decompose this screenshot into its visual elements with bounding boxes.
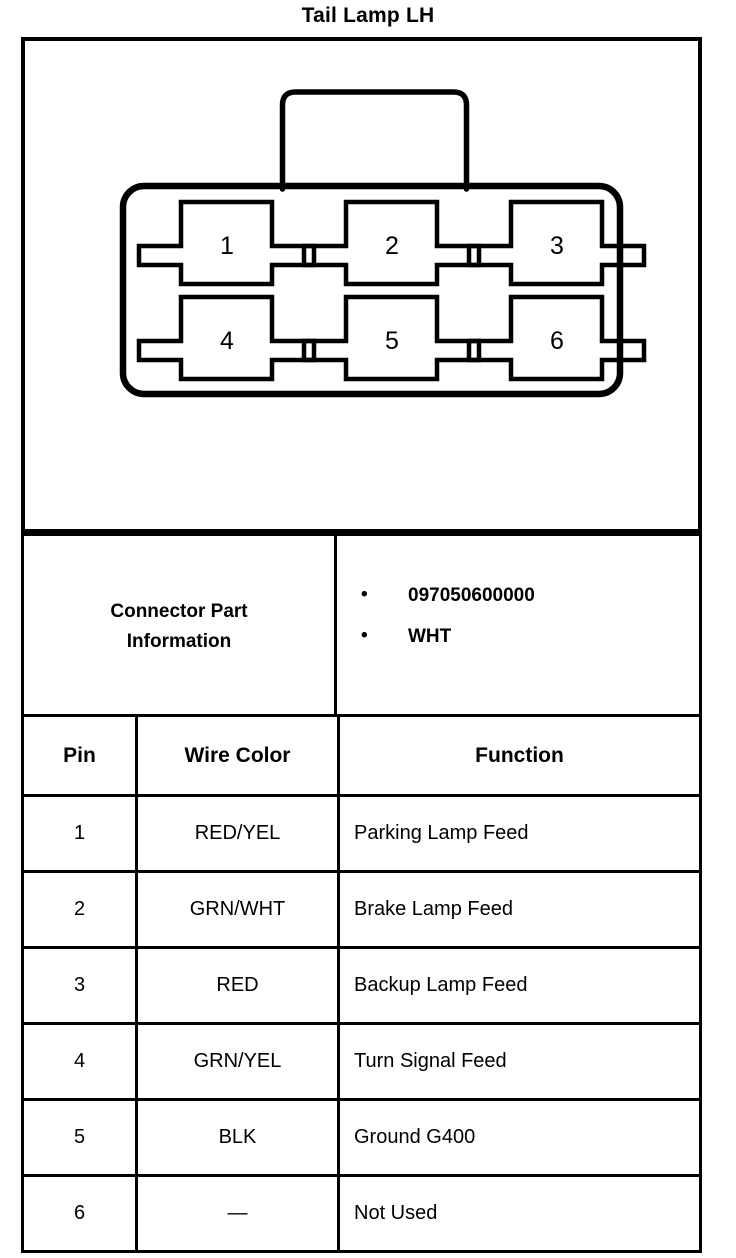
connector-part-number-item: • 097050600000	[361, 583, 699, 606]
cell-wire-color: —	[135, 1174, 340, 1253]
table-header-row: Pin Wire Color Function	[21, 714, 702, 797]
cavity-1-outline	[136, 199, 317, 287]
page-title: Tail Lamp LH	[301, 4, 435, 27]
column-header-function: Function	[337, 714, 702, 797]
cpi-label-line-2: Information	[126, 630, 232, 652]
cell-wire-color: GRN/WHT	[135, 870, 340, 949]
connector-part-information-label: Connector Part Information	[21, 533, 337, 720]
cell-wire-color: RED	[135, 946, 340, 1025]
table-row: 5 BLK Ground G400	[21, 1098, 702, 1177]
cpi-label-line-1: Connector Part	[110, 601, 248, 623]
connector-part-information-table: Connector Part Information • 09705060000…	[21, 533, 702, 720]
cell-function: Turn Signal Feed	[337, 1022, 702, 1101]
cell-function: Brake Lamp Feed	[337, 870, 702, 949]
connector-diagram-panel: 1 2 3 4 5 6	[21, 37, 702, 533]
bullet-icon: •	[361, 624, 368, 646]
cell-pin: 1	[21, 794, 138, 873]
connector-body-shell	[119, 182, 624, 398]
cell-pin: 2	[21, 870, 138, 949]
cell-pin: 6	[21, 1174, 138, 1253]
cavity-5-outline	[301, 294, 482, 382]
cavity-6-number: 6	[550, 327, 564, 355]
table-row: 3 RED Backup Lamp Feed	[21, 946, 702, 1025]
table-row: 1 RED/YEL Parking Lamp Feed	[21, 794, 702, 873]
cavity-2-outline	[301, 199, 482, 287]
pin-assignment-table: Pin Wire Color Function 1 RED/YEL Parkin…	[21, 714, 702, 1253]
connector-color-item: • WHT	[361, 624, 699, 647]
cell-pin: 4	[21, 1022, 138, 1101]
connector-part-information-values: • 097050600000 • WHT	[334, 533, 702, 720]
connector-latch-tab	[279, 89, 470, 192]
cavity-4-outline	[136, 294, 317, 382]
connector-part-list: • 097050600000 • WHT	[361, 583, 699, 647]
cell-wire-color: BLK	[135, 1098, 340, 1177]
column-header-wire-color: Wire Color	[135, 714, 340, 797]
connector-face-view-illustration: 1 2 3 4 5 6	[119, 89, 647, 398]
cell-function: Ground G400	[337, 1098, 702, 1177]
table-row: 4 GRN/YEL Turn Signal Feed	[21, 1022, 702, 1101]
cavity-6-outline	[466, 294, 647, 382]
connector-part-number: 097050600000	[408, 584, 535, 606]
table-row: 2 GRN/WHT Brake Lamp Feed	[21, 870, 702, 949]
cell-function: Parking Lamp Feed	[337, 794, 702, 873]
cell-pin: 5	[21, 1098, 138, 1177]
cavity-3-outline	[466, 199, 647, 287]
column-header-pin: Pin	[21, 714, 138, 797]
bullet-icon: •	[361, 583, 368, 605]
cell-function: Not Used	[337, 1174, 702, 1253]
cavity-4-number: 4	[220, 327, 234, 355]
cell-function: Backup Lamp Feed	[337, 946, 702, 1025]
table-row: 6 — Not Used	[21, 1174, 702, 1253]
cavity-3-number: 3	[550, 232, 564, 260]
connector-color-code: WHT	[408, 625, 452, 647]
cell-wire-color: GRN/YEL	[135, 1022, 340, 1101]
connector-part-information-row: Connector Part Information • 09705060000…	[21, 533, 702, 720]
cell-wire-color: RED/YEL	[135, 794, 340, 873]
cavity-2-number: 2	[385, 232, 399, 260]
cavity-1-number: 1	[220, 232, 234, 260]
cell-pin: 3	[21, 946, 138, 1025]
cavity-5-number: 5	[385, 327, 399, 355]
